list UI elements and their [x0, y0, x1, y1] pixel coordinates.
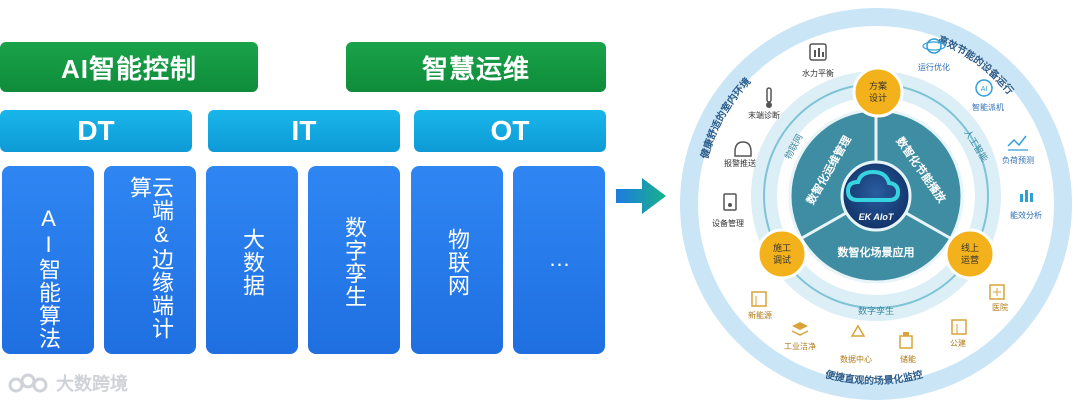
column-label: 物联网	[445, 228, 470, 297]
smart-ops-label: 智慧运维	[421, 53, 530, 84]
icon-label-smart: 智能派机	[972, 102, 1004, 112]
svg-text:AI: AI	[981, 86, 988, 93]
public-building-icon	[951, 319, 967, 335]
watermark: 大数跨境	[8, 370, 128, 396]
column-big-data: 大数据	[206, 166, 298, 354]
device-icon	[723, 193, 737, 211]
icon-label-public: 公建	[950, 338, 966, 348]
svg-text:设计: 设计	[869, 92, 887, 103]
run-optimize-icon	[922, 38, 946, 54]
column-ai-algorithm: AI智能算法	[2, 166, 94, 354]
new-energy-icon	[751, 291, 767, 307]
node-design: 方案 设计	[852, 66, 904, 118]
icon-label-fault: 末端诊断	[748, 110, 780, 120]
icon-label-run: 运行优化	[918, 62, 950, 72]
storage-icon	[899, 332, 913, 349]
ai-control-bar: AI智能控制	[0, 42, 258, 92]
svg-text:调试: 调试	[773, 254, 791, 265]
dt-bar: DT	[0, 110, 192, 152]
ek-aiot-diagram: 健康舒适的室内环境 高效节能的设备运行 便捷直观的场景化监控 物联网 人工智能 …	[680, 8, 1072, 400]
ring-label-twin: 数字孪生	[858, 305, 894, 316]
smart-ops-bar: 智慧运维	[346, 42, 606, 92]
column-label: …	[547, 246, 572, 272]
cloud-icon	[845, 169, 901, 202]
column-cloud-edge: 云端&边缘端计算	[104, 166, 196, 354]
it-bar: IT	[208, 110, 400, 152]
icon-label-device: 设备管理	[712, 218, 744, 228]
dt-label: DT	[77, 115, 115, 146]
icon-label-alarm: 报警推送	[724, 158, 756, 168]
column-digital-twin: 数字孪生	[308, 166, 400, 354]
svg-text:运营: 运营	[961, 254, 979, 265]
load-forecast-icon	[1007, 135, 1028, 151]
ot-bar: OT	[414, 110, 606, 152]
icon-label-datacenter: 数据中心	[840, 354, 872, 364]
column-label: 云端&边缘端计算	[127, 176, 174, 340]
column-label: 数字孪生	[342, 216, 367, 308]
it-label: IT	[291, 115, 317, 146]
column-more: …	[513, 166, 605, 354]
data-center-icon	[850, 324, 866, 337]
icon-label-storage: 储能	[900, 354, 916, 364]
svg-text:方案: 方案	[869, 80, 887, 91]
ai-head-icon: AI	[975, 79, 993, 97]
water-balance-icon	[809, 43, 827, 61]
icon-label-industry: 工业洁净	[784, 341, 816, 351]
watermark-text: 大数跨境	[56, 374, 128, 394]
icon-label-energy-analysis: 能效分析	[1010, 210, 1042, 220]
svg-text:线上: 线上	[961, 242, 979, 253]
segment-scene: 数智化场景应用	[838, 245, 915, 259]
icon-label-hospital: 医院	[992, 302, 1008, 312]
column-label: 大数据	[240, 228, 265, 297]
ot-label: OT	[490, 115, 530, 146]
column-label: AI智能算法	[36, 206, 61, 350]
icon-label-water: 水力平衡	[802, 68, 834, 78]
industry-clean-icon	[791, 322, 809, 336]
hospital-icon	[989, 284, 1005, 300]
icon-label-load: 负荷预测	[1002, 155, 1034, 165]
arrow-right-icon	[616, 178, 666, 214]
thermometer-icon	[766, 87, 772, 108]
icon-label-new-energy: 新能源	[748, 310, 772, 320]
node-debug: 施工 调试	[756, 228, 808, 280]
column-iot: 物联网	[411, 166, 503, 354]
ai-control-label: AI智能控制	[60, 53, 197, 84]
alarm-icon	[734, 141, 752, 157]
watermark-logo-icon	[8, 373, 48, 393]
node-online: 线上 运营	[944, 228, 996, 280]
energy-analysis-icon	[1020, 190, 1033, 202]
svg-text:施工: 施工	[773, 242, 791, 253]
center-logo-text: EK AIoT	[859, 212, 895, 222]
